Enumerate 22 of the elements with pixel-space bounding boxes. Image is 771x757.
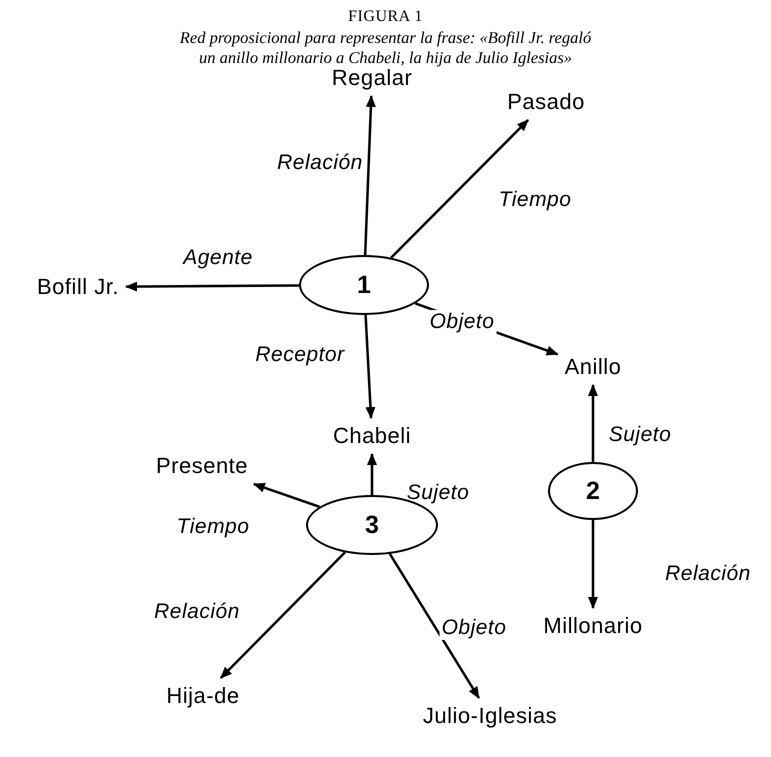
proposition-ellipse: 1 <box>299 255 429 315</box>
edge-label: Objeto <box>440 616 508 640</box>
concept-label: Pasado <box>504 88 588 116</box>
arrow <box>364 314 376 419</box>
arrow <box>252 482 320 508</box>
concept-label: Millonario <box>540 612 646 640</box>
arrow <box>388 553 480 699</box>
arrow <box>367 453 377 495</box>
arrow <box>588 384 598 462</box>
proposition-ellipse: 2 <box>548 462 638 520</box>
concept-label: Anillo <box>562 353 624 381</box>
figure-title: FIGURA 1 <box>348 8 423 26</box>
edge-label: Sujeto <box>606 423 674 447</box>
concept-label: Hija-de <box>163 682 243 710</box>
concept-label: Julio-Iglesias <box>420 702 560 730</box>
concept-label: Presente <box>152 452 252 480</box>
edge-label: Objeto <box>428 310 496 334</box>
arrow <box>588 520 598 609</box>
arrow <box>125 282 300 292</box>
concept-label: Chabeli <box>330 422 414 450</box>
concept-label: Bofill Jr. <box>34 273 122 301</box>
arrow <box>364 95 376 256</box>
